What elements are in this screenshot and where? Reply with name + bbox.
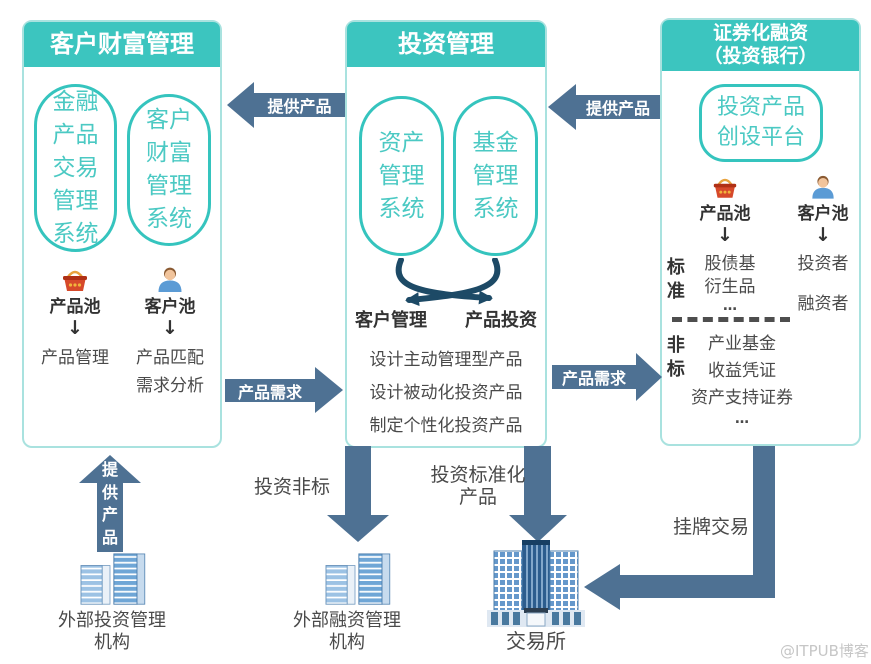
external-investment-inst-line2: 机构 [94, 632, 130, 653]
system-box-asset: 资产管理系统 [359, 96, 444, 256]
standard-item: 股债基 [704, 254, 756, 274]
sec-customer-pool-label: 客户池 [797, 204, 849, 224]
platform-line1: 投资产品 [716, 95, 805, 120]
platform-line2: 创设平台 [716, 125, 805, 150]
system-box-wealth-label: 客户财富管理系统 [146, 107, 192, 232]
standard-side-label: 标准 [666, 257, 685, 302]
down-arrow-icon: ↓ [67, 317, 83, 339]
demand-right-arrow-label: 产品需求 [552, 365, 636, 389]
system-box-asset-label: 资产管理系统 [378, 129, 425, 222]
system-box-wealth: 客户财富管理系统 [127, 94, 211, 246]
nonstandard-item: 产业基金 [708, 334, 776, 354]
customer-pool-group: 客户池 ↓ 产品匹配 需求分析 [122, 266, 218, 400]
product-pool-label: 产品池 [49, 297, 101, 317]
panel-securitized-financing: 证券化融资 （投资银行） 投资产品 创设平台 产品池 ↓ 客户池 ↓ 标准 股债… [660, 18, 861, 446]
listing-arrow-vshaft [753, 446, 775, 577]
product-pool-group: 产品池 ↓ 产品管理 [30, 266, 120, 372]
system-box-fund: 基金管理系统 [453, 96, 538, 256]
basket-icon [711, 174, 739, 199]
standard-item-more: … [723, 298, 737, 314]
buildings-icon [60, 552, 160, 610]
buildings-icon [305, 552, 405, 610]
nonstandard-item: 收益凭证 [708, 361, 776, 381]
product-pool-desc: 产品管理 [41, 348, 109, 368]
task-item: 制定个性化投资产品 [369, 416, 523, 436]
listing-arrowhead-icon [584, 564, 620, 610]
panel-investment-management: 投资管理 资产管理系统 基金管理系统 客户管理 产品投资 设计主动管理型产品 设… [345, 20, 547, 448]
demand-left-arrow-label: 产品需求 [225, 379, 315, 402]
invest-std-arrowhead-icon [509, 515, 567, 542]
down-arrow-icon: ↓ [162, 317, 178, 339]
client-financier: 融资者 [797, 294, 849, 314]
task-item: 设计被动化投资产品 [369, 383, 523, 403]
down-arrow-icon: ↓ [717, 224, 733, 246]
system-box-fund-label: 基金管理系统 [472, 129, 519, 222]
down-arrow-icon: ↓ [815, 224, 831, 246]
panel-securitization-title-line1: 证券化融资 [712, 22, 808, 44]
customer-pool-desc-line1: 产品匹配 [136, 348, 204, 368]
crossed-arrows-icon [395, 258, 501, 307]
task-list: 设计主动管理型产品 设计被动化投资产品 制定个性化投资产品 [347, 344, 545, 443]
person-icon [156, 266, 184, 292]
listing-arrow-hshaft [618, 575, 775, 598]
panel-investment-title: 投资管理 [347, 22, 545, 67]
standard-items: 股债基 衍生品 … [690, 253, 770, 313]
client-investor: 投资者 [797, 254, 849, 274]
exchange-label: 交易所 [478, 630, 594, 652]
task-item: 设计主动管理型产品 [369, 350, 523, 370]
listing-trade-label: 挂牌交易 [672, 516, 749, 538]
invest-std-label-line1: 投资标准化 [430, 464, 526, 486]
exchange-building-icon [486, 538, 586, 630]
system-box-trading: 金融产品交易管理系统 [34, 84, 117, 252]
standard-item: 衍生品 [704, 277, 756, 297]
provide-mid-arrowhead-icon [548, 84, 576, 130]
sec-product-pool-label: 产品池 [699, 204, 751, 224]
external-financing-inst-line2: 机构 [329, 632, 365, 653]
functions-row: 客户管理 产品投资 [347, 306, 545, 332]
panel-securitization-title-line2: （投资银行） [703, 45, 818, 67]
provide-up-arrow-label: 提供产品 [101, 460, 118, 547]
invest-std-label: 投资标准化 产品 [424, 464, 532, 508]
customer-pool-label: 客户池 [144, 297, 196, 317]
invest-nonstd-arrow-shaft [345, 446, 371, 516]
invest-std-label-line2: 产品 [458, 486, 497, 508]
exchange-label-line1: 交易所 [506, 629, 566, 653]
nonstandard-side-label: 非标 [666, 335, 685, 380]
person-icon [810, 174, 836, 199]
function-customer-mgmt: 客户管理 [355, 310, 427, 331]
demand-left-arrowhead-icon [315, 367, 343, 413]
provide-mid-arrow-label: 提供产品 [576, 95, 660, 119]
invest-nonstd-arrowhead-icon [327, 515, 389, 542]
invest-std-arrow-shaft [524, 446, 551, 516]
clients-col: 投资者 融资者 [788, 253, 858, 316]
platform-box: 投资产品 创设平台 [699, 84, 823, 162]
function-product-invest: 产品投资 [465, 310, 537, 331]
invest-nonstd-label: 投资非标 [253, 476, 330, 498]
provide-left-arrow-label: 提供产品 [254, 93, 345, 117]
sec-customer-pool-group: 客户池 ↓ [788, 174, 858, 245]
nonstandard-items: 产业基金 收益凭证 资产支持证券 … [672, 331, 812, 427]
external-investment-inst-label: 外部投资管理 机构 [28, 610, 196, 654]
basket-icon [60, 266, 90, 292]
watermark: @ITPUB博客 [780, 642, 869, 660]
customer-pool-desc-line2: 需求分析 [136, 376, 204, 396]
external-investment-inst-line1: 外部投资管理 [58, 610, 166, 631]
panel-wealth-management: 客户财富管理 金融产品交易管理系统 客户财富管理系统 产品池 ↓ 产品管理 客户… [22, 20, 222, 448]
nonstandard-item: 资产支持证券 [691, 388, 793, 408]
external-financing-inst-line1: 外部融资管理 [293, 610, 401, 631]
system-box-trading-label: 金融产品交易管理系统 [52, 88, 99, 247]
external-financing-inst-label: 外部融资管理 机构 [263, 610, 431, 654]
standard-divider [672, 317, 790, 322]
provide-up-arrowhead-icon [79, 455, 141, 483]
panel-securitization-title: 证券化融资 （投资银行） [662, 20, 859, 71]
provide-left-arrowhead-icon [227, 82, 254, 128]
provide-up-arrow-shaft [97, 482, 123, 552]
demand-right-arrowhead-icon [636, 353, 662, 401]
nonstandard-item-more: … [735, 411, 749, 427]
panel-wealth-title: 客户财富管理 [24, 22, 220, 67]
sec-product-pool-group: 产品池 ↓ [688, 174, 762, 245]
